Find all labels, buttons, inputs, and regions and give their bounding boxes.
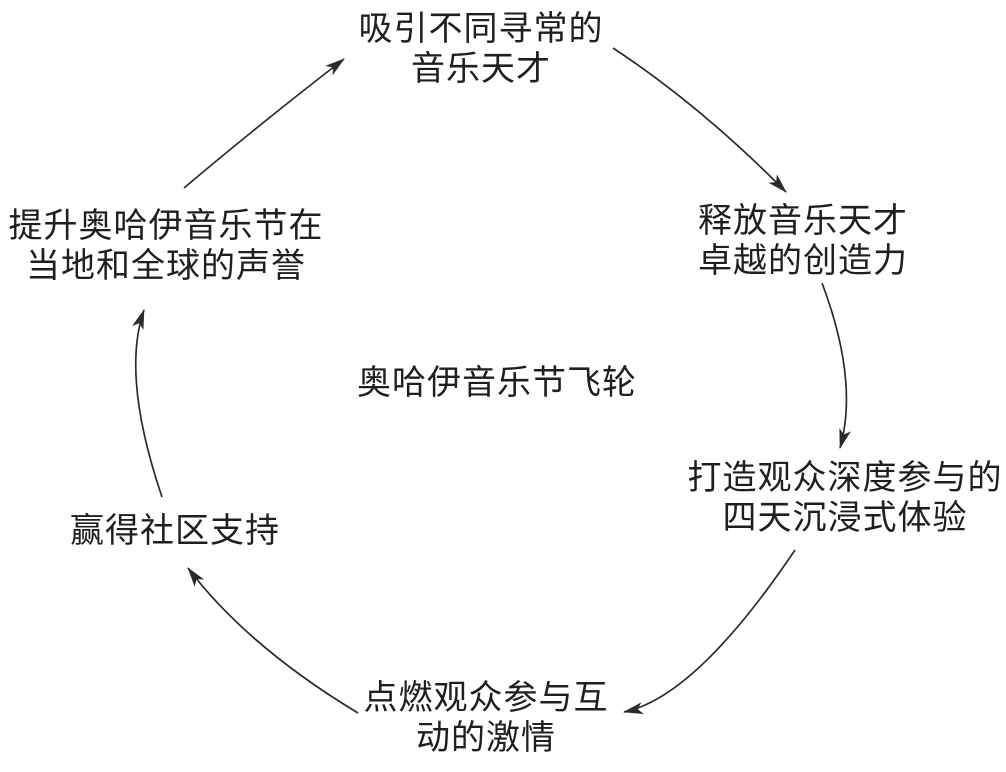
node-attract-talent-line-1: 吸引不同寻常的: [358, 11, 604, 48]
node-reputation-line-1: 提升奥哈伊音乐节在: [8, 208, 324, 245]
node-community-support-line-1: 赢得社区支持: [70, 513, 280, 550]
diagram-title: 奥哈伊音乐节飞轮: [357, 365, 637, 402]
arrow-unleash-to-experience: [821, 282, 851, 449]
node-unleash-creativity-line-2: 卓越的创造力: [698, 243, 908, 280]
arrow-community-to-reputation: [132, 309, 163, 498]
node-attract-talent-line-2: 音乐天才: [411, 51, 551, 88]
node-reputation-line-2: 当地和全球的声誉: [26, 248, 306, 285]
node-attract-talent: 吸引不同寻常的 音乐天才: [359, 10, 604, 90]
arrow-experience-to-ignite: [623, 549, 796, 714]
node-unleash-creativity: 释放音乐天才 卓越的创造力: [698, 202, 908, 282]
node-unleash-creativity-line-1: 释放音乐天才: [698, 203, 908, 240]
node-immersive-experience-line-1: 打造观众深度参与的: [687, 460, 1003, 497]
node-ignite-passion-line-2: 动的激情: [416, 720, 556, 757]
node-reputation: 提升奥哈伊音乐节在 当地和全球的声誉: [9, 207, 324, 287]
node-community-support: 赢得社区支持: [70, 512, 280, 552]
arrow-ignite-to-community: [187, 567, 359, 714]
node-ignite-passion: 点燃观众参与互 动的激情: [364, 679, 609, 759]
node-immersive-experience-line-2: 四天沉浸式体验: [722, 500, 968, 537]
node-immersive-experience: 打造观众深度参与的 四天沉浸式体验: [688, 459, 1003, 539]
arrow-reputation-to-attract: [183, 58, 345, 189]
arrow-attract-to-unleash: [612, 47, 787, 193]
node-ignite-passion-line-1: 点燃观众参与互: [363, 680, 609, 717]
